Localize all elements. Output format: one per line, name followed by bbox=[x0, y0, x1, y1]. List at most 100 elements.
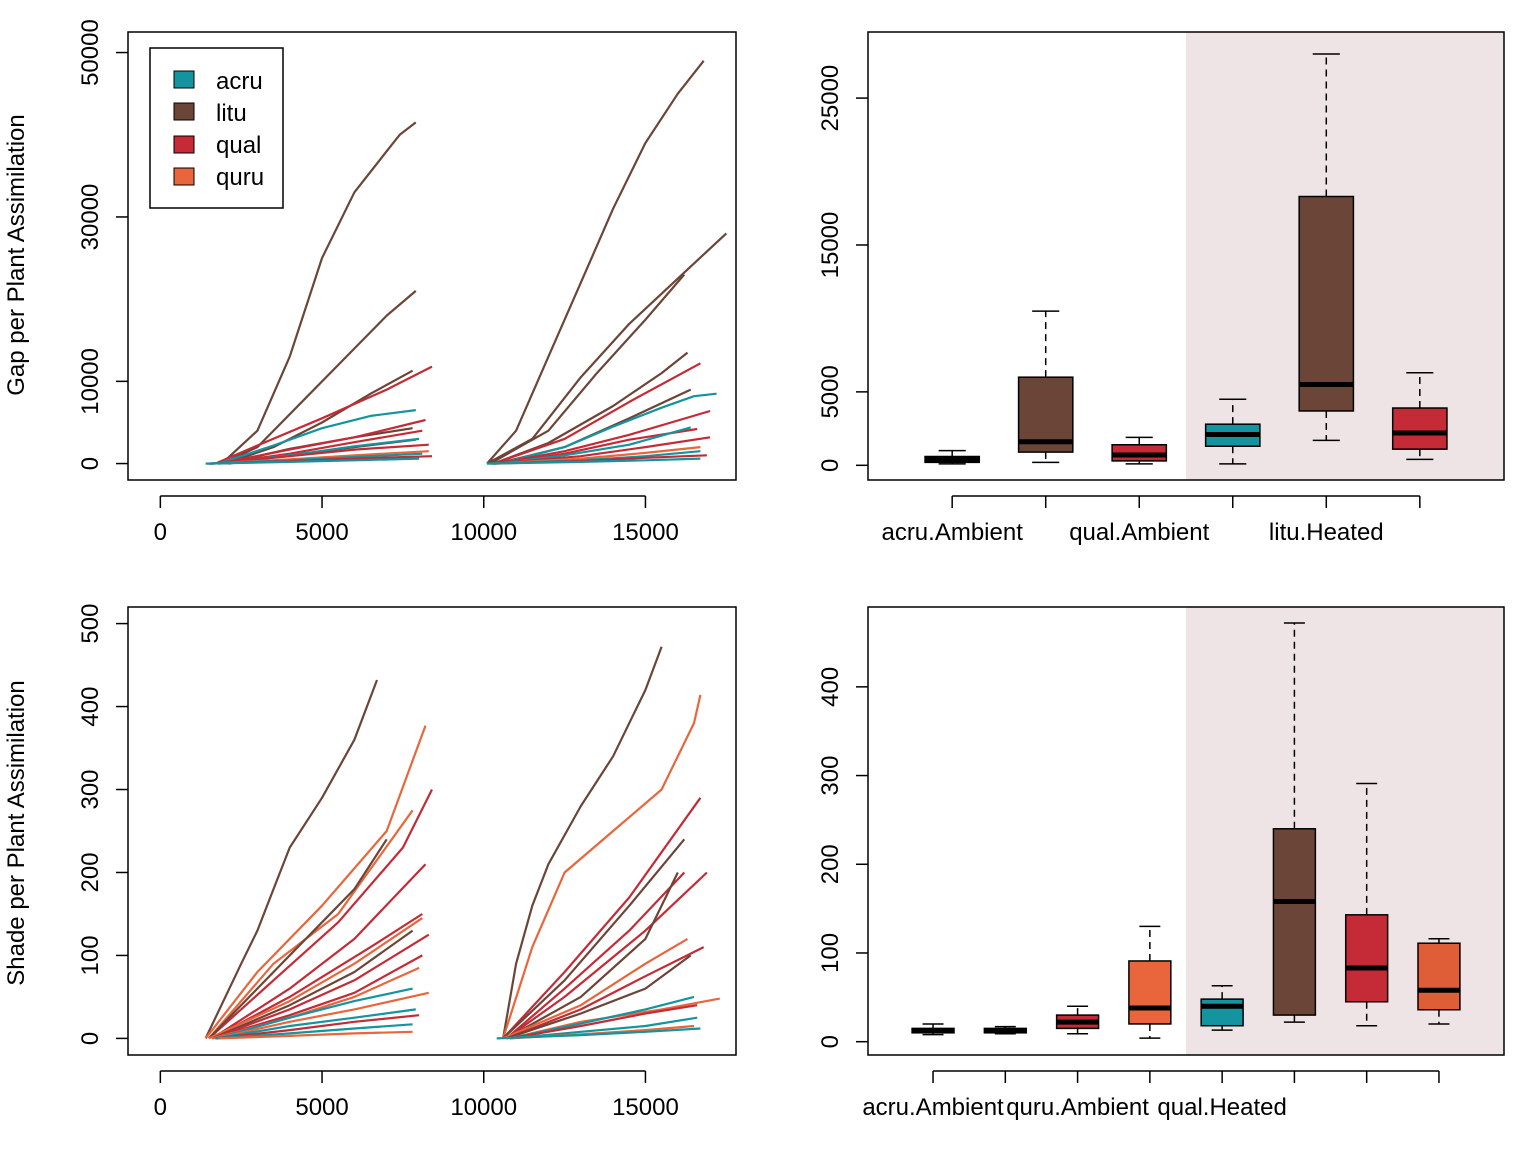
gap-box-plot-frame bbox=[867, 31, 1505, 481]
gap-box-ytick-label: 0 bbox=[817, 459, 844, 472]
shade-lines-ytick-label: 0 bbox=[77, 1032, 104, 1045]
shade-lines-series-litu-8 bbox=[211, 929, 414, 1040]
shade-lines-series-qual-10 bbox=[211, 954, 423, 1040]
shade-lines-xtick-label: 5000 bbox=[295, 1094, 348, 1121]
legend: acru litu qual quru bbox=[149, 47, 284, 209]
shade-lines-series-quru-25 bbox=[502, 937, 689, 1040]
shade-lines-series-litu-21 bbox=[502, 838, 686, 1040]
gap-box-xtick-label: litu.Heated bbox=[1269, 519, 1384, 546]
shade-lines-series-qual-26 bbox=[506, 946, 705, 1040]
shade-lines-xtick-label: 10000 bbox=[450, 1094, 517, 1121]
gap-lines-ytick-label: 50000 bbox=[77, 19, 104, 86]
legend-label-quru: quru bbox=[216, 164, 264, 191]
shade-lines-series-litu-24 bbox=[505, 872, 679, 1040]
shade-box-ytick-label: 400 bbox=[817, 667, 844, 707]
shade-lines-series-qual-9 bbox=[211, 933, 430, 1040]
shade-box-box-body bbox=[1200, 998, 1244, 1027]
shade-lines-series-acru-16 bbox=[215, 1023, 413, 1040]
gap-lines-ytick-label: 10000 bbox=[77, 348, 104, 415]
gap-box-xtick-label: acru.Ambient bbox=[881, 519, 1023, 546]
shade-lines-ytick-label: 100 bbox=[77, 935, 104, 975]
gap-ylabel: Gap per Plant Assimilation bbox=[3, 114, 30, 395]
legend-label-acru: acru bbox=[216, 68, 263, 95]
legend-swatch-acru bbox=[173, 70, 195, 89]
shade-lines-series-litu-27 bbox=[506, 954, 692, 1040]
shade-box-xtick-label: qual.Heated bbox=[1157, 1094, 1286, 1121]
shade-box-plot-frame bbox=[867, 606, 1505, 1056]
legend-frame bbox=[149, 47, 284, 209]
legend-label-litu: litu bbox=[216, 100, 247, 127]
shade-box-box-acru.Ambient bbox=[911, 1023, 955, 1036]
gap-lines-series-litu-0 bbox=[221, 121, 417, 465]
gap-lines-series-litu-2 bbox=[224, 369, 414, 465]
shade-lines-series-acru-12 bbox=[215, 987, 413, 1040]
gap-lines-series-litu-1 bbox=[221, 290, 417, 465]
shade-lines-ytick-label: 300 bbox=[77, 769, 104, 809]
shade-lines-ytick-label: 500 bbox=[77, 604, 104, 644]
shade-box-box-litu.Heated bbox=[1272, 622, 1317, 1023]
gap-box-ytick-label: 5000 bbox=[817, 365, 844, 418]
legend-swatch-quru bbox=[173, 167, 195, 186]
shade-box-xtick-label: quru.Ambient bbox=[1006, 1094, 1149, 1121]
shade-box-box-qual.Heated bbox=[1344, 782, 1389, 1027]
shade-box-ytick-label: 100 bbox=[817, 933, 844, 973]
gap-box-box-body bbox=[1391, 407, 1448, 450]
shade-lines-series-qual-5 bbox=[211, 863, 427, 1040]
shade-lines-series-qual-20 bbox=[502, 797, 702, 1040]
shade-lines-series-qual-6 bbox=[211, 913, 423, 1040]
shade-lines-series-quru-7 bbox=[208, 917, 423, 1040]
shade-lines-plot-frame bbox=[127, 606, 737, 1056]
gap-lines-series-qual-19 bbox=[493, 362, 701, 465]
gap-lines-plot-frame bbox=[127, 31, 737, 481]
gap-lines-series-qual-22 bbox=[496, 409, 711, 465]
gap-lines-series-acru-14 bbox=[205, 457, 420, 465]
shade-box-ytick-label: 200 bbox=[817, 844, 844, 884]
legend-item-quru: quru bbox=[173, 164, 264, 191]
shade-lines-series-acru-29 bbox=[509, 995, 695, 1040]
legend-swatch-litu bbox=[173, 102, 195, 121]
gap-lines-xtick-label: 10000 bbox=[450, 519, 517, 546]
shade-lines-series-quru-19 bbox=[502, 694, 702, 1039]
gap-lines-series-acru-6 bbox=[218, 409, 416, 465]
gap-boxplot-panel: acru.Ambient qual.Ambient litu.Heated 0 5000… bbox=[817, 31, 1505, 546]
shade-box-box-body bbox=[1128, 960, 1172, 1025]
shade-lines-series-quru-1 bbox=[204, 725, 427, 1040]
gap-lines-ytick-label: 30000 bbox=[77, 184, 104, 251]
legend-label-qual: qual bbox=[216, 132, 261, 159]
gap-box-box-body bbox=[1298, 195, 1355, 412]
gap-box-box-qual.Ambient bbox=[1111, 436, 1168, 465]
legend-item-qual: qual bbox=[173, 132, 261, 159]
gap-box-box-acru.Heated bbox=[1204, 398, 1261, 465]
shade-box-box-qual.Ambient bbox=[1055, 1005, 1100, 1035]
shade-lines-series-quru-13 bbox=[215, 991, 430, 1040]
gap-lines-series-acru-29 bbox=[486, 457, 701, 465]
gap-box-xtick-label: qual.Ambient bbox=[1069, 519, 1209, 546]
gap-lines-xtick-label: 15000 bbox=[612, 519, 679, 546]
gap-lines-series-litu-15 bbox=[486, 60, 705, 465]
shade-box-box-quru.Heated bbox=[1417, 938, 1461, 1025]
shade-box-box-acru.Heated bbox=[1200, 985, 1244, 1031]
legend-item-acru: acru bbox=[173, 68, 263, 95]
shade-box-box-quru.Ambient bbox=[1128, 925, 1172, 1039]
shade-lines-series-qual-23 bbox=[505, 871, 708, 1040]
shade-lines-series-acru-31 bbox=[509, 1016, 698, 1040]
shade-lines-series-litu-18 bbox=[502, 646, 663, 1039]
shade-box-ytick-label: 300 bbox=[817, 756, 844, 796]
legend-item-litu: litu bbox=[173, 100, 247, 127]
shade-box-box-body bbox=[1417, 942, 1461, 1011]
legend-swatch-qual bbox=[173, 135, 195, 154]
shade-lines-series-litu-0 bbox=[204, 679, 379, 1039]
gap-lines-series-acru-21 bbox=[499, 392, 717, 465]
gap-box-box-qual.Heated bbox=[1391, 372, 1448, 461]
gap-lines-series-qual-10 bbox=[211, 443, 429, 465]
gap-lines-series-litu-17 bbox=[489, 273, 686, 465]
shade-lines-ytick-label: 200 bbox=[77, 852, 104, 892]
gap-box-box-acru.Ambient bbox=[924, 449, 981, 465]
shade-lines-series-qual-15 bbox=[215, 1014, 420, 1040]
shade-lines-series-acru-14 bbox=[215, 1008, 416, 1040]
shade-box-xtick-label: acru.Ambient bbox=[862, 1094, 1004, 1121]
